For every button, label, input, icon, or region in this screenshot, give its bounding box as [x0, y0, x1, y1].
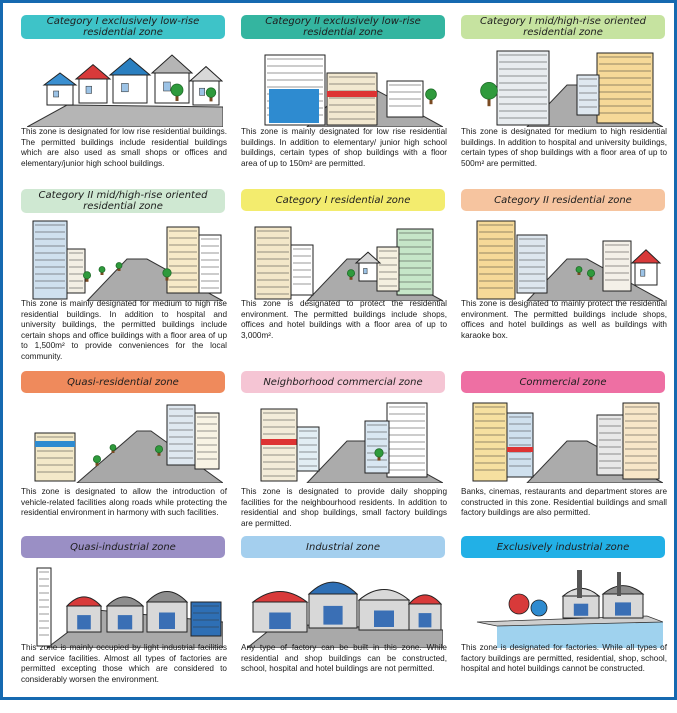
low-rise-shops-illustration: [247, 45, 443, 127]
zone-illustration: [247, 219, 443, 301]
zone-title-badge: Category II residential zone: [461, 189, 665, 211]
zone-description: Any type of factory can be built in this…: [241, 643, 447, 674]
zone-description: This zone is mainly occupied by light in…: [21, 643, 227, 684]
zone-title-badge: Industrial zone: [241, 536, 445, 558]
zone-description: This zone is mainly designated for mediu…: [21, 299, 227, 361]
zone-title-badge: Category I residential zone: [241, 189, 445, 211]
residential-buildings-illustration: [467, 219, 663, 301]
zone-illustration: [27, 45, 223, 127]
zone-title-badge: Commercial zone: [461, 371, 665, 393]
zone-illustration: [467, 45, 663, 127]
zone-panel: Category II mid/high-rise oriented resid…: [15, 189, 227, 369]
zone-description: Banks, cinemas, restaurants and departme…: [461, 487, 667, 518]
zone-description: This zone is designated for low rise res…: [21, 127, 227, 168]
zone-illustration: [247, 566, 443, 648]
road-facilities-illustration: [27, 401, 223, 483]
mid-rise-avenue-illustration: [27, 219, 223, 301]
zone-panel: Category I exclusively low-rise resident…: [15, 15, 227, 197]
zone-illustration: [27, 566, 223, 648]
zone-description: This zone is designated to mainly protec…: [461, 299, 667, 340]
zone-description: This zone is designated to provide daily…: [241, 487, 447, 528]
zone-title-badge: Exclusively industrial zone: [461, 536, 665, 558]
zone-illustration: [247, 45, 443, 127]
light-industry-illustration: [27, 566, 223, 648]
zone-title-badge: Neighborhood commercial zone: [241, 371, 445, 393]
zone-title-badge: Category I exclusively low-rise resident…: [21, 15, 225, 39]
zone-description: This zone is designated to protect the r…: [241, 299, 447, 340]
zone-illustration: [467, 219, 663, 301]
zone-illustration: [27, 219, 223, 301]
industrial-port-illustration: [467, 566, 663, 648]
zone-title-badge: Category I mid/high-rise oriented reside…: [461, 15, 665, 39]
zone-panel: Category I mid/high-rise oriented reside…: [455, 15, 667, 197]
zone-description: This zone is mainly designated for low r…: [241, 127, 447, 168]
zone-description: This zone is designated to allow the int…: [21, 487, 227, 518]
commercial-street-illustration: [467, 401, 663, 483]
zone-title-badge: Quasi-residential zone: [21, 371, 225, 393]
zone-title-badge: Category II exclusively low-rise residen…: [241, 15, 445, 39]
zone-title-badge: Category II mid/high-rise oriented resid…: [21, 189, 225, 213]
mid-rise-street-illustration: [467, 45, 663, 127]
zone-panel: Category II exclusively low-rise residen…: [235, 15, 447, 197]
zone-description: This zone is designated for medium to hi…: [461, 127, 667, 168]
zone-title-badge: Quasi-industrial zone: [21, 536, 225, 558]
residential-street-illustration: [247, 219, 443, 301]
shopping-street-illustration: [247, 401, 443, 483]
zone-illustration: [467, 401, 663, 483]
zone-illustration: [467, 566, 663, 648]
zone-illustration: [247, 401, 443, 483]
zone-illustration: [27, 401, 223, 483]
low-rise-houses-illustration: [27, 45, 223, 127]
zone-description: This zone is designated for factories. W…: [461, 643, 667, 674]
factories-illustration: [247, 566, 443, 648]
